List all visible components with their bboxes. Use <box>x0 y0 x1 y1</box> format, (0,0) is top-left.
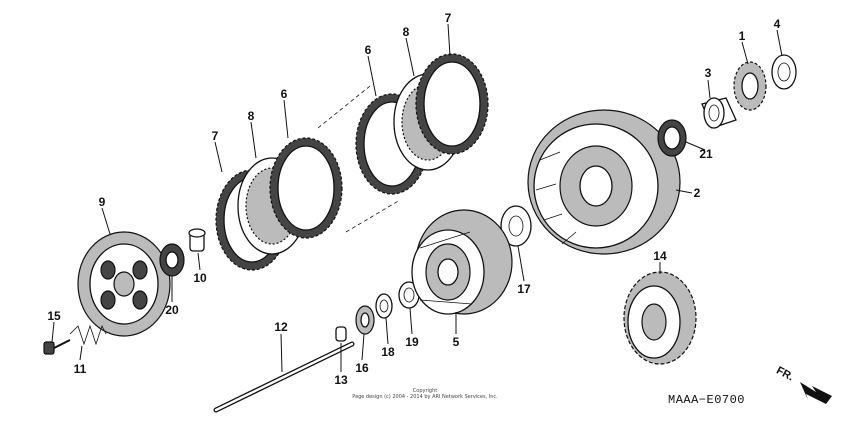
callout-2: 2 <box>694 186 701 200</box>
collar-part-3 <box>701 97 737 129</box>
callout-19: 19 <box>405 335 419 349</box>
washer-part-18 <box>375 293 393 319</box>
callout-7-lower: 7 <box>212 129 219 143</box>
washer-part-4 <box>771 54 797 90</box>
gear-part-14 <box>623 271 697 365</box>
copyright-notice: Copyright Page design (c) 2004 - 2014 by… <box>330 388 520 400</box>
callout-7-upper: 7 <box>445 11 452 25</box>
callout-12: 12 <box>274 320 288 334</box>
callout-10: 10 <box>193 271 207 285</box>
callout-5: 5 <box>453 335 460 349</box>
needle-bearing-part-21 <box>657 119 687 157</box>
callout-1: 1 <box>739 29 746 43</box>
copyright-line-1: Copyright <box>412 388 438 394</box>
callout-11: 11 <box>74 362 87 376</box>
friction-disc-part-7-upper <box>415 53 489 155</box>
diagram-code: MAAA−E0700 <box>668 393 746 407</box>
callout-8-lower: 8 <box>248 109 255 123</box>
callout-14: 14 <box>653 249 667 263</box>
pushrod-part-12 <box>213 341 355 413</box>
lifter-piece-part-10 <box>188 228 206 252</box>
assembly-guide-line-bottom <box>345 199 401 233</box>
small-gear-part-16 <box>355 305 375 335</box>
callout-17: 17 <box>517 282 531 296</box>
callout-20: 20 <box>165 303 179 317</box>
pressure-plate-part-9 <box>77 231 171 337</box>
callouts: 1 2 3 4 5 6 6 7 7 8 8 9 10 11 12 13 14 1… <box>47 11 780 387</box>
callout-21: 21 <box>699 147 713 161</box>
callout-16: 16 <box>355 361 369 375</box>
copyright-line-2: Page design (c) 2004 - 2014 by ARI Netwo… <box>352 394 498 400</box>
front-direction-arrow-icon <box>800 382 832 404</box>
callout-18: 18 <box>381 345 395 359</box>
drive-gear-part-1 <box>733 61 767 111</box>
pin-part-13 <box>335 326 347 342</box>
thrust-washer-part-17 <box>500 205 532 247</box>
callout-8-upper: 8 <box>403 25 410 39</box>
clutch-outer-part-2 <box>527 109 681 255</box>
callout-6-lower: 6 <box>281 87 288 101</box>
bolt-part-15 <box>43 339 71 355</box>
spring-part-11 <box>69 324 107 346</box>
callout-9: 9 <box>99 195 106 209</box>
callout-4: 4 <box>774 17 781 31</box>
clutch-center-part-5 <box>411 209 513 315</box>
bearing-part-20 <box>159 243 185 277</box>
leader-lines <box>51 23 783 373</box>
washer-part-19 <box>398 281 420 309</box>
callout-6-upper: 6 <box>365 43 372 57</box>
callout-15: 15 <box>47 309 61 323</box>
callout-3: 3 <box>705 66 712 80</box>
friction-disc-part-6-lower <box>269 137 343 239</box>
callout-13: 13 <box>334 373 348 387</box>
